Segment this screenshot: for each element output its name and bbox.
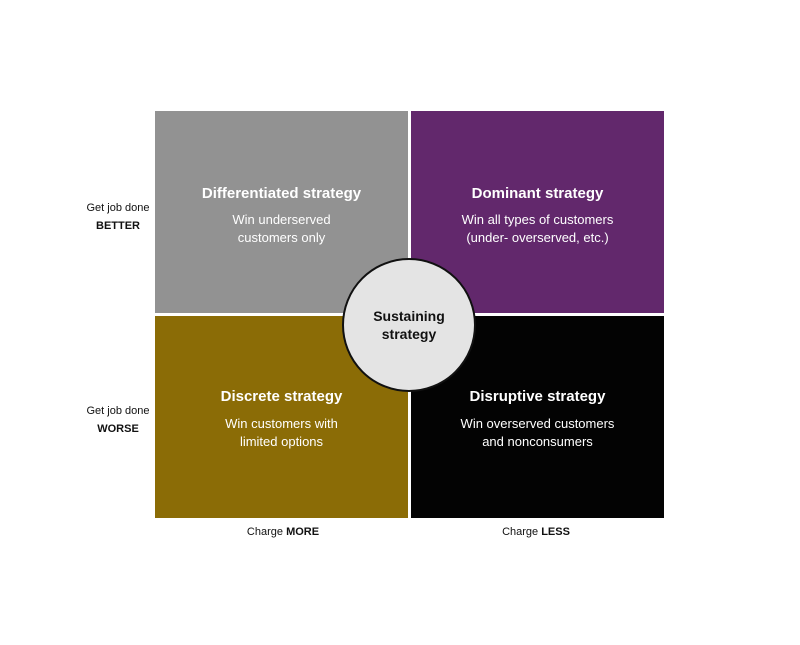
sustaining-strategy-circle: Sustaining strategy bbox=[342, 258, 476, 392]
x-axis-label-less: Charge LESS bbox=[436, 524, 636, 540]
y-axis-label-better: Get job done BETTER bbox=[68, 199, 168, 235]
circle-label-line: strategy bbox=[381, 326, 437, 342]
y-axis-label-keyword: WORSE bbox=[97, 423, 139, 435]
x-axis-label-keyword: MORE bbox=[286, 526, 320, 538]
x-axis-label-keyword: LESS bbox=[541, 526, 570, 538]
quadrant-description-line: Win customers with bbox=[225, 416, 338, 431]
quadrant-description-line: Win underserved bbox=[232, 212, 331, 227]
quadrant-description-line: limited options bbox=[239, 434, 324, 449]
quadrant-title: Differentiated strategy bbox=[201, 185, 362, 202]
quadrant-description: Win all types of customers (under- overs… bbox=[411, 211, 664, 247]
quadrant-description-line: (under- overserved, etc.) bbox=[466, 230, 609, 245]
x-axis-label-more: Charge MORE bbox=[183, 524, 383, 540]
y-axis-label-prefix: Get job done bbox=[86, 202, 150, 214]
x-axis-label-prefix: Charge bbox=[502, 526, 539, 538]
quadrant-description-line: Win overserved customers bbox=[460, 416, 615, 431]
y-axis-label-worse: Get job done WORSE bbox=[68, 402, 168, 438]
quadrant-description-line: customers only bbox=[237, 230, 326, 245]
y-axis-label-prefix: Get job done bbox=[86, 405, 150, 417]
quadrant-title: Discrete strategy bbox=[220, 388, 343, 405]
quadrant-differentiated: Differentiated strategy Win underserved … bbox=[155, 111, 408, 313]
quadrant-title: Dominant strategy bbox=[471, 185, 604, 202]
x-axis-label-prefix: Charge bbox=[246, 526, 283, 538]
y-axis-label-keyword: BETTER bbox=[96, 220, 140, 232]
quadrant-title: Disruptive strategy bbox=[469, 388, 606, 405]
quadrant-description-line: Win all types of customers bbox=[461, 212, 614, 227]
quadrant-description-line: and nonconsumers bbox=[482, 434, 593, 449]
circle-label: Sustaining strategy bbox=[364, 307, 454, 343]
quadrant-description: Win customers with limited options bbox=[155, 415, 408, 451]
quadrant-description: Win underserved customers only bbox=[155, 211, 408, 247]
circle-label-line: Sustaining bbox=[373, 308, 445, 324]
quadrant-description: Win overserved customers and nonconsumer… bbox=[411, 415, 664, 451]
